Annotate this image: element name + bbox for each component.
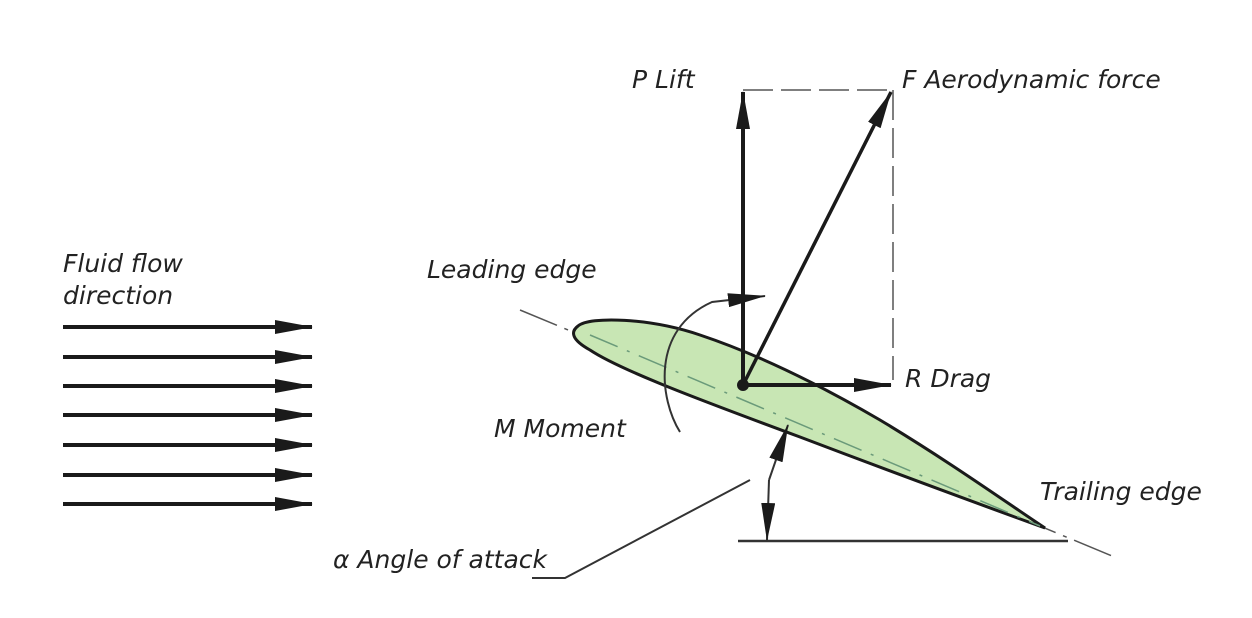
drag-label: R Drag <box>905 364 991 393</box>
flow-direction-label-line2: direction <box>63 281 173 310</box>
angle-arrow-down <box>761 479 776 541</box>
angle-arrow-up <box>768 424 789 481</box>
moment-arc-arrow <box>663 293 766 433</box>
airfoil <box>572 318 1046 530</box>
trailing-edge-label: Trailing edge <box>1040 477 1202 506</box>
aerodynamic-force-label: F Aerodynamic force <box>902 65 1161 94</box>
moment-label: M Moment <box>494 414 627 443</box>
lift-label: P Lift <box>632 65 696 94</box>
flow-direction-label-line1: Fluid flow <box>63 249 183 278</box>
angle-of-attack-label: α Angle of attack <box>333 545 549 574</box>
leading-edge-label: Leading edge <box>427 255 597 284</box>
flow-arrows <box>63 320 313 511</box>
force-parallelogram <box>743 89 894 380</box>
pressure-center-dot <box>737 379 749 391</box>
aerodynamic-force-arrow <box>741 91 893 386</box>
angle-leader-line <box>532 479 751 579</box>
